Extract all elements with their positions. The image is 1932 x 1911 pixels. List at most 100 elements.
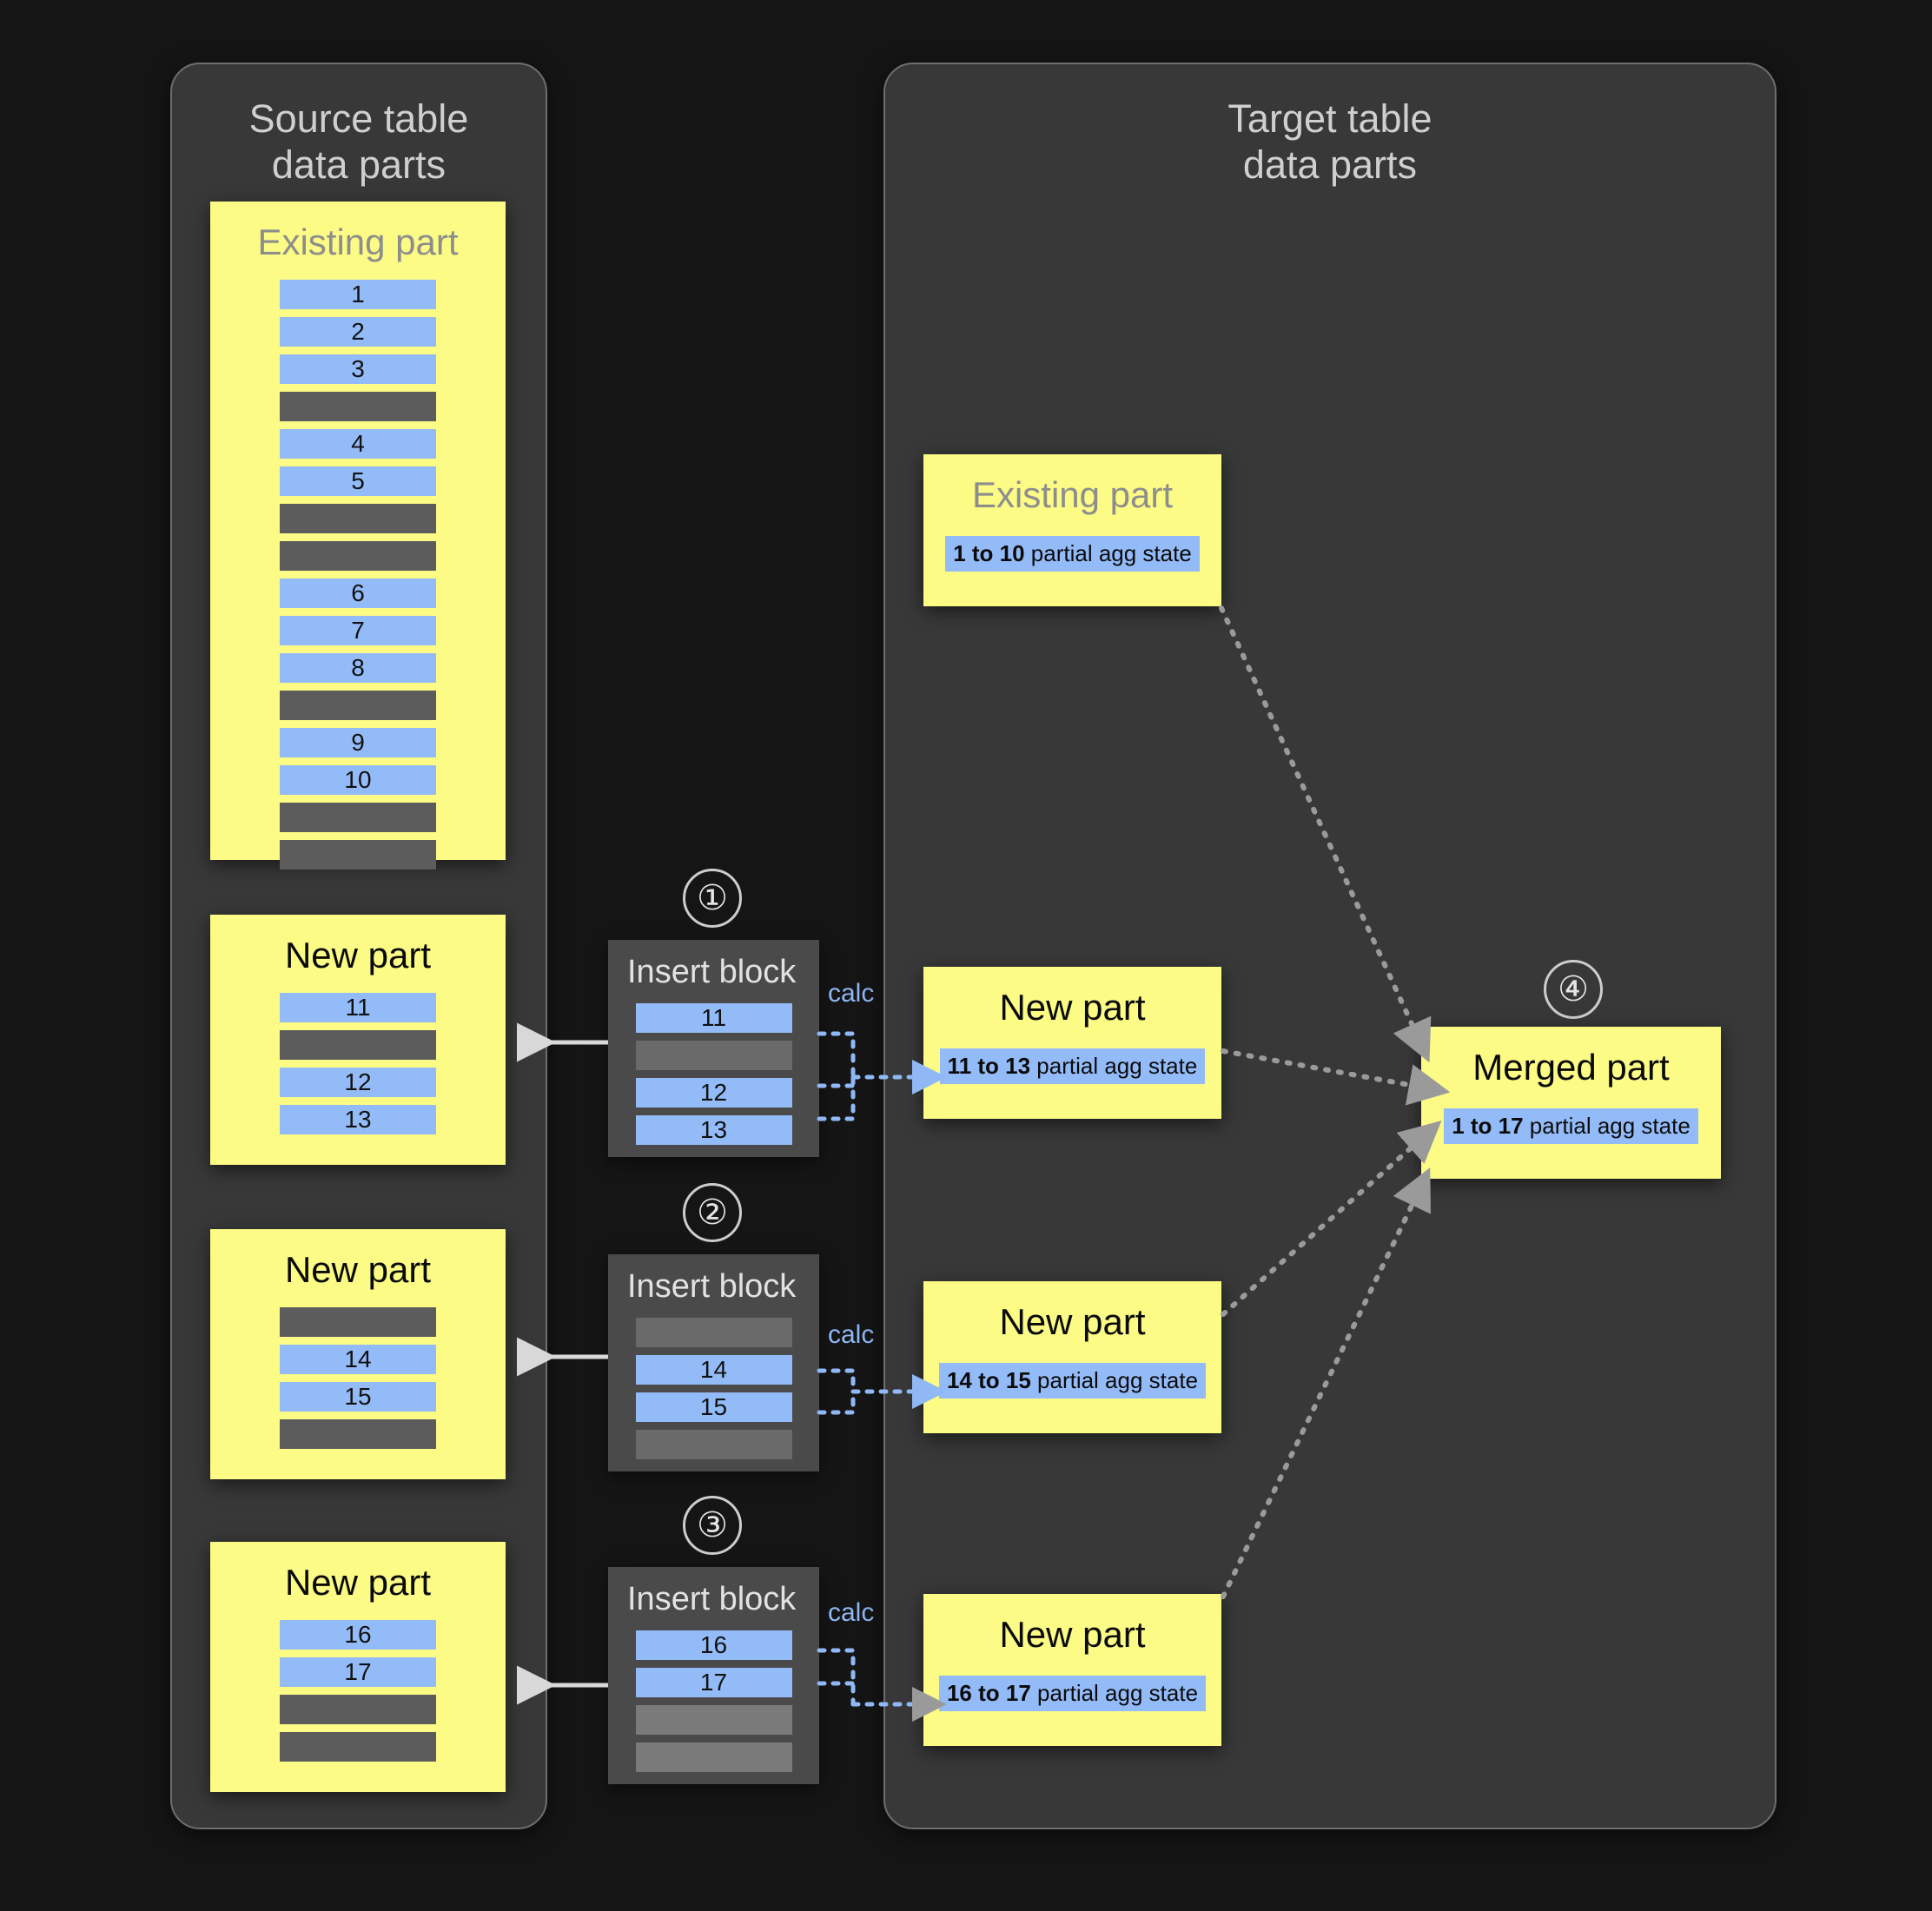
source-new-part-3-row-label: 16: [344, 1621, 372, 1648]
source-new-part-1-row-label: 13: [344, 1106, 372, 1133]
source-existing-part-row: 8: [280, 653, 436, 683]
source-new-part-1-row: [280, 1030, 436, 1060]
source-new-part-2-row: [280, 1307, 436, 1337]
insert-block-2-row: 15: [635, 1392, 792, 1422]
source-new-part-1-row: 12: [280, 1068, 436, 1097]
source-existing-part-row-label: 6: [351, 579, 365, 606]
source-existing-part-row: [280, 840, 436, 870]
insert-block-1-row-label: 12: [699, 1079, 728, 1106]
merged-part-chip-wrap: 1 to 17 partial agg state: [1421, 1108, 1721, 1144]
source-new-part-title-2: New part: [284, 1249, 432, 1290]
agg-state-text-1: partial agg state: [1030, 1053, 1198, 1079]
source-existing-part-row: [280, 504, 436, 533]
source-new-part-1-row: 13: [280, 1105, 436, 1134]
target-new-part-card-2: New part 14 to 15 partial agg state: [923, 1281, 1221, 1433]
source-new-part-2-row: [280, 1419, 436, 1449]
agg-state-text-3: partial agg state: [1030, 1680, 1199, 1706]
insert-block-2-row: [635, 1318, 792, 1347]
agg-state-text-2: partial agg state: [1030, 1367, 1199, 1393]
step-badge-2: ②: [683, 1183, 742, 1242]
source-new-part-3-row: 17: [280, 1657, 436, 1687]
insert-block-1-row-label: 11: [700, 1004, 727, 1031]
partial-agg-state-chip-1: 11 to 13 partial agg state: [939, 1048, 1206, 1084]
source-new-part-1-row-label: 11: [345, 994, 371, 1021]
source-new-part-3-row-label: 17: [344, 1658, 372, 1685]
target-table-panel: Target table data parts: [883, 63, 1777, 1829]
source-existing-part-title: Existing part: [257, 222, 459, 262]
insert-block-1-row: [635, 1041, 792, 1070]
target-new-part-title-1: New part: [999, 987, 1146, 1028]
step-badge-3: ③: [683, 1496, 742, 1555]
source-existing-part-card: Existing part 1 2 3 4 5 6 7 8 9 10: [210, 202, 506, 870]
source-existing-part-rows: 1 2 3 4 5 6 7 8 9 10: [210, 280, 506, 870]
partial-agg-state-chip-2: 14 to 15 partial agg state: [938, 1363, 1207, 1399]
source-existing-part-row: 6: [280, 579, 436, 608]
calc-connector-2: [817, 1368, 856, 1415]
calc-label-3: calc: [828, 1598, 875, 1627]
insert-block-3-row: 17: [635, 1668, 792, 1697]
source-new-part-3-row: [280, 1695, 436, 1724]
insert-block-2-row: 14: [635, 1355, 792, 1385]
target-existing-part-chip-wrap: 1 to 10 partial agg state: [923, 536, 1221, 572]
step-badge-4: ④: [1544, 960, 1603, 1019]
source-panel-title: Source table data parts: [248, 96, 469, 188]
insert-block-2-row: [635, 1430, 792, 1459]
insert-block-title-3: Insert block: [627, 1581, 797, 1617]
target-new-part-card-1: New part 11 to 13 partial agg state: [923, 967, 1221, 1119]
agg-range-2: 14 to 15: [946, 1367, 1031, 1393]
merged-part-title: Merged part: [1472, 1047, 1670, 1088]
insert-block-3-row-label: 16: [699, 1631, 728, 1658]
calc-label-2: calc: [828, 1320, 875, 1349]
source-existing-part-row: 7: [280, 616, 436, 645]
source-existing-part-row-label: 8: [351, 654, 365, 681]
insert-block-1-row: 11: [635, 1003, 792, 1033]
insert-block-title-2: Insert block: [627, 1268, 797, 1305]
source-existing-part-row: [280, 392, 436, 421]
source-existing-part-row: 5: [280, 466, 436, 496]
source-existing-part-row: [280, 541, 436, 571]
partial-agg-state-chip-3: 16 to 17 partial agg state: [938, 1676, 1207, 1711]
source-new-part-rows-1: 11 12 13: [210, 993, 506, 1134]
source-new-part-2-row-label: 15: [344, 1383, 372, 1410]
source-existing-part-row: 9: [280, 728, 436, 757]
source-new-part-2-row: 14: [280, 1345, 436, 1374]
source-new-part-2-row: 15: [280, 1382, 436, 1412]
agg-state-text-existing: partial agg state: [1024, 540, 1192, 566]
agg-range-merged: 1 to 17: [1452, 1113, 1524, 1139]
insert-block-rows-1: 11 12 13: [608, 1003, 819, 1145]
source-existing-part-row-label: 2: [351, 318, 365, 345]
source-existing-part-row-label: 1: [351, 281, 365, 307]
source-existing-part-row: 2: [280, 317, 436, 347]
source-new-part-1-row: 11: [280, 993, 436, 1022]
calc-label-1: calc: [828, 979, 875, 1008]
target-existing-part-card: Existing part 1 to 10 partial agg state: [923, 454, 1221, 606]
source-existing-part-row: [280, 803, 436, 832]
target-new-part-chip-wrap-3: 16 to 17 partial agg state: [923, 1676, 1221, 1711]
insert-block-2-row-label: 15: [699, 1393, 728, 1420]
partial-agg-state-chip-existing: 1 to 10 partial agg state: [945, 536, 1200, 572]
source-existing-part-row: 1: [280, 280, 436, 309]
source-new-part-title-3: New part: [284, 1562, 432, 1603]
calc-connector-3: [817, 1648, 856, 1707]
source-existing-part-row: 4: [280, 429, 436, 459]
target-new-part-title-3: New part: [999, 1614, 1146, 1655]
source-existing-part-row-label: 9: [351, 729, 365, 756]
source-new-part-1-row-label: 12: [344, 1068, 372, 1095]
insert-block-2-row-label: 14: [699, 1356, 728, 1383]
partial-agg-state-chip-merged: 1 to 17 partial agg state: [1444, 1108, 1698, 1144]
source-existing-part-row: 3: [280, 354, 436, 384]
target-existing-part-title: Existing part: [971, 474, 1174, 515]
source-existing-part-row-label: 10: [344, 766, 372, 793]
calc-connector-1: [817, 1031, 856, 1121]
agg-range-3: 16 to 17: [946, 1680, 1031, 1706]
agg-range-existing: 1 to 10: [953, 540, 1025, 566]
insert-block-1-row: 13: [635, 1115, 792, 1145]
target-new-part-card-3: New part 16 to 17 partial agg state: [923, 1594, 1221, 1746]
